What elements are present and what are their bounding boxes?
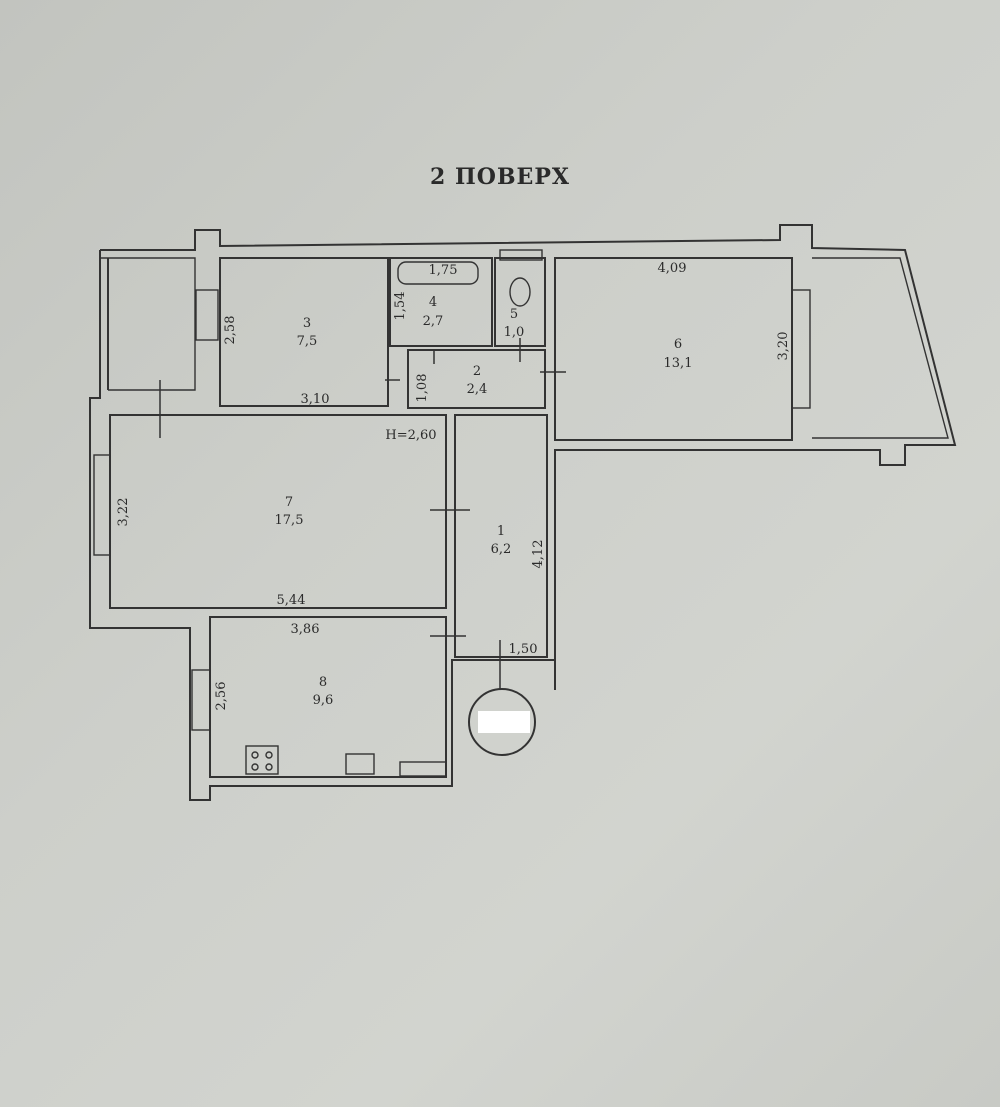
room-7-outline bbox=[109, 414, 447, 609]
height-note: H=2,60 bbox=[385, 428, 436, 443]
dim-3-20: 3,20 bbox=[776, 332, 791, 361]
dim-1-50: 1,50 bbox=[509, 642, 538, 657]
vent bbox=[499, 249, 543, 261]
room-2-number: 2 bbox=[473, 364, 481, 379]
room-7-number: 7 bbox=[285, 495, 293, 510]
room-8-area: 9,6 bbox=[313, 693, 334, 708]
room-5-number: 5 bbox=[510, 307, 518, 322]
room-1-outline bbox=[454, 414, 548, 658]
dim-1-54: 1,54 bbox=[393, 292, 408, 321]
outer-walls bbox=[89, 224, 957, 801]
room-1-number: 1 bbox=[497, 524, 505, 539]
room-7-area: 17,5 bbox=[275, 513, 304, 528]
windows bbox=[93, 289, 811, 731]
room-1-area: 6,2 bbox=[491, 542, 512, 557]
floor-title: 2 ПОВЕРХ bbox=[430, 164, 570, 190]
stove bbox=[245, 745, 279, 775]
room-4-area: 2,7 bbox=[423, 314, 444, 329]
dim-1-75: 1,75 bbox=[429, 263, 458, 278]
room-5-area: 1,0 bbox=[504, 325, 525, 340]
bathtub bbox=[397, 261, 479, 285]
dim-5-44: 5,44 bbox=[277, 593, 306, 608]
room-4-outline bbox=[389, 257, 493, 347]
dim-4-09: 4,09 bbox=[658, 261, 687, 276]
room-2-outline bbox=[407, 349, 546, 409]
room-3-area: 7,5 bbox=[297, 334, 318, 349]
dimension-labels: 1,75 1,54 4,09 2,58 3,10 1,08 3,20 H=2,6… bbox=[116, 261, 791, 710]
dim-3-10: 3,10 bbox=[301, 392, 330, 407]
dim-2-56: 2,56 bbox=[214, 682, 229, 711]
room-6-area: 13,1 bbox=[664, 356, 693, 371]
radiator bbox=[399, 761, 447, 777]
dim-3-86: 3,86 bbox=[291, 622, 320, 637]
room-8-number: 8 bbox=[319, 675, 327, 690]
dim-3-22: 3,22 bbox=[116, 498, 131, 527]
dim-4-12: 4,12 bbox=[531, 540, 546, 569]
room-4-number: 4 bbox=[429, 295, 437, 310]
toilet bbox=[509, 277, 531, 307]
dim-1-08: 1,08 bbox=[415, 374, 430, 403]
door-marks bbox=[159, 338, 566, 690]
room-3-number: 3 bbox=[303, 316, 311, 331]
room-labels: 3 7,5 4 2,7 5 1,0 2 2,4 6 13,1 7 17,5 1 … bbox=[275, 295, 693, 708]
redaction-box bbox=[478, 711, 530, 733]
room-2-area: 2,4 bbox=[467, 382, 488, 397]
sink bbox=[345, 753, 375, 775]
room-3-outline bbox=[219, 257, 389, 407]
dim-2-58: 2,58 bbox=[223, 316, 238, 345]
room-6-number: 6 bbox=[674, 337, 682, 352]
entrance-marker bbox=[468, 688, 536, 756]
